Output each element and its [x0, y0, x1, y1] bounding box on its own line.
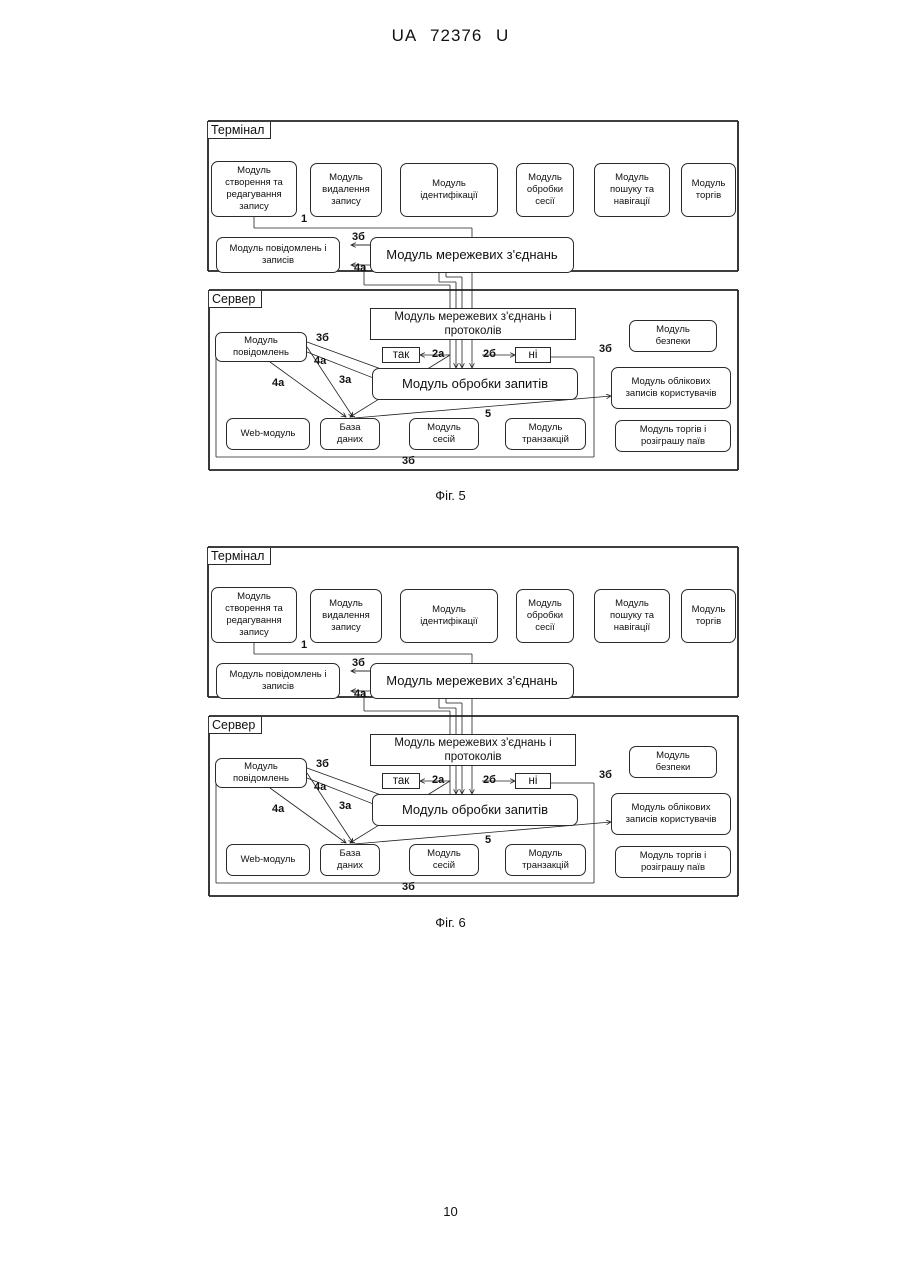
module-create-edit-record: Модуль створення та редагування запису	[211, 587, 297, 643]
figure-caption: Фіг. 6	[0, 915, 901, 930]
module-network-protocols: Модуль мережевих з'єднань і протоколів	[370, 734, 576, 766]
arrow-label-4a: 4а	[354, 262, 366, 274]
arrow-label-3b: 3б	[316, 332, 329, 344]
module-auctions-server: Модуль торгів і розіграшу паїв	[615, 420, 731, 452]
module-delete-record: Модуль видалення запису	[310, 163, 382, 217]
arrow-label-4a: 4а	[314, 781, 326, 793]
arrow-label-5: 5	[485, 408, 491, 420]
figure-caption: Фіг. 5	[0, 488, 901, 503]
arrow-label-2a: 2а	[432, 348, 444, 360]
module-messages-server: Модуль повідомлень	[215, 332, 307, 362]
box-no: ні	[515, 773, 551, 789]
module-security: Модуль безпеки	[629, 746, 717, 778]
module-messages-server: Модуль повідомлень	[215, 758, 307, 788]
box-no: ні	[515, 347, 551, 363]
arrow-label-4a: 4а	[272, 803, 284, 815]
module-database: База даних	[320, 844, 380, 876]
module-network-terminal: Модуль мережевих з'єднань	[370, 663, 574, 699]
box-yes: так	[382, 347, 420, 363]
module-sessions: Модуль сесій	[409, 844, 479, 876]
arrow-label-3b: 3б	[402, 881, 415, 893]
arrow-label-2b: 2б	[483, 774, 496, 786]
arrow-label-3b: 3б	[316, 758, 329, 770]
module-transactions: Модуль транзакцій	[505, 844, 586, 876]
arrow-label-3b: 3б	[599, 769, 612, 781]
module-request-processing: Модуль обробки запитів	[372, 794, 578, 826]
server-section-title: Сервер	[209, 717, 262, 734]
module-auctions-terminal: Модуль торгів	[681, 589, 736, 643]
arrow-label-2a: 2а	[432, 774, 444, 786]
module-create-edit-record: Модуль створення та редагування запису	[211, 161, 297, 217]
module-auctions-server: Модуль торгів і розіграшу паїв	[615, 846, 731, 878]
module-security: Модуль безпеки	[629, 320, 717, 352]
arrow-label-4a: 4а	[272, 377, 284, 389]
arrow-label-3b: 3б	[599, 343, 612, 355]
module-transactions: Модуль транзакцій	[505, 418, 586, 450]
module-auctions-terminal: Модуль торгів	[681, 163, 736, 217]
module-delete-record: Модуль видалення запису	[310, 589, 382, 643]
module-user-accounts: Модуль облікових записів користувачів	[611, 793, 731, 835]
arrow-label-5: 5	[485, 834, 491, 846]
arrow-label-3b: 3б	[352, 657, 365, 669]
terminal-section-title: Термінал	[208, 122, 271, 139]
page-number: 10	[0, 1204, 901, 1219]
arrow-label-3a: 3а	[339, 374, 351, 386]
arrow-label-3b: 3б	[402, 455, 415, 467]
module-database: База даних	[320, 418, 380, 450]
arrow-label-4a: 4а	[354, 688, 366, 700]
module-session-processing: Модуль обробки сесії	[516, 589, 574, 643]
page-header: UA 72376 U	[0, 26, 901, 46]
module-web: Web-модуль	[226, 844, 310, 876]
arrow-label-4a: 4а	[314, 355, 326, 367]
server-section-title: Сервер	[209, 291, 262, 308]
module-search-navigation: Модуль пошуку та навігації	[594, 589, 670, 643]
module-network-protocols: Модуль мережевих з'єднань і протоколів	[370, 308, 576, 340]
terminal-section-title: Термінал	[208, 548, 271, 565]
arrow-label-2b: 2б	[483, 348, 496, 360]
arrow-label-3a: 3а	[339, 800, 351, 812]
module-identification: Модуль ідентифікації	[400, 163, 498, 217]
figure-6: ТерміналСервер Модуль створення та редагу…	[206, 547, 740, 899]
module-request-processing: Модуль обробки запитів	[372, 368, 578, 400]
arrow-label-3b: 3б	[352, 231, 365, 243]
module-sessions: Модуль сесій	[409, 418, 479, 450]
module-web: Web-модуль	[226, 418, 310, 450]
arrow-label-1: 1	[301, 213, 307, 225]
module-user-accounts: Модуль облікових записів користувачів	[611, 367, 731, 409]
arrow-label-1: 1	[301, 639, 307, 651]
figure-5: ТерміналСервер Модуль створення та редагу…	[206, 121, 740, 473]
module-network-terminal: Модуль мережевих з'єднань	[370, 237, 574, 273]
module-search-navigation: Модуль пошуку та навігації	[594, 163, 670, 217]
module-messages-records: Модуль повідомлень і записів	[216, 237, 340, 273]
module-session-processing: Модуль обробки сесії	[516, 163, 574, 217]
module-identification: Модуль ідентифікації	[400, 589, 498, 643]
box-yes: так	[382, 773, 420, 789]
module-messages-records: Модуль повідомлень і записів	[216, 663, 340, 699]
